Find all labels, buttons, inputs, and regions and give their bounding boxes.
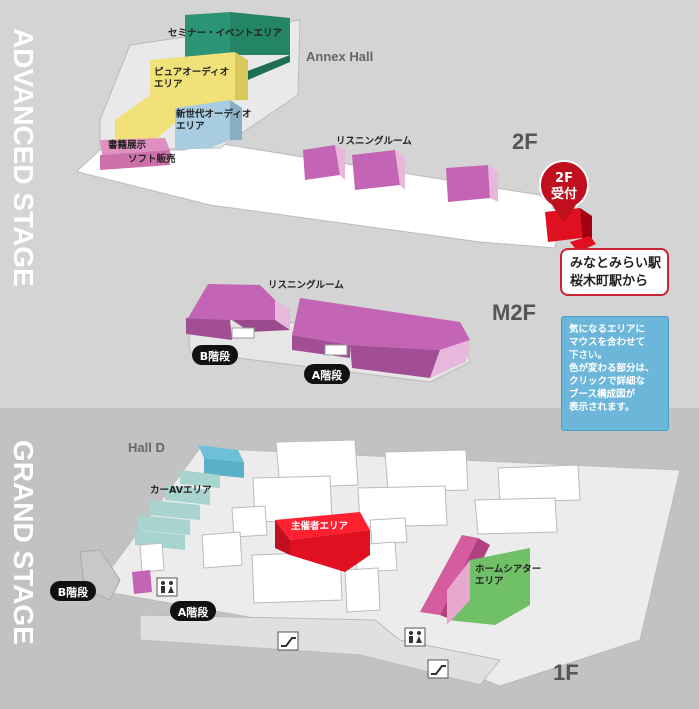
- 1f-corridor: [139, 614, 501, 686]
- organizer-area[interactable]: [275, 512, 370, 572]
- book-display-area[interactable]: [100, 138, 170, 170]
- escalator-icon: [277, 631, 299, 651]
- home-theater-area[interactable]: [420, 535, 530, 625]
- advanced-stage-title: ADVANCED STAGE: [8, 28, 39, 287]
- small-booth-pink[interactable]: [132, 570, 152, 594]
- pure-audio-label-1: ピュアオーディオ: [154, 66, 229, 78]
- reception-badge-line1: 2F: [555, 171, 573, 186]
- annex-hall-label: Annex Hall: [306, 49, 373, 64]
- stairs-a-m2f-label: A階段: [312, 368, 343, 382]
- new-generation-audio-area[interactable]: [175, 100, 242, 150]
- listening-room-2f[interactable]: [303, 145, 498, 202]
- station-line-1: みなとみらい駅: [570, 256, 662, 271]
- restroom-icon: [404, 627, 426, 647]
- info-line-2: マウスを合わせて: [569, 337, 646, 348]
- floor-m2f: リスニングルーム B階段 A階段 M2F: [186, 279, 536, 384]
- organizer-label: 主催者エリア: [291, 520, 349, 532]
- listening-m2f-label: リスニングルーム: [268, 279, 344, 291]
- info-line-3: 下さい。: [569, 350, 608, 361]
- reception-badge[interactable]: 2F 受付: [539, 160, 589, 222]
- pure-audio-label-2: エリア: [154, 79, 183, 90]
- grand-stage-title: GRAND STAGE: [8, 440, 39, 645]
- stairs-b-m2f[interactable]: B階段: [192, 345, 238, 365]
- stairs-m2f: [231, 327, 348, 356]
- floor-1f: Hall D カーAVエリア 主催者エリア ホームシアター エリア B階段 A階…: [50, 439, 681, 687]
- info-line-1: 気になるエリアに: [569, 324, 646, 335]
- new-gen-label-2: エリア: [176, 121, 205, 132]
- info-line-4: 色が変わる部分は、: [569, 363, 655, 374]
- car-av-label: カーAVエリア: [150, 485, 212, 496]
- listening-2f-label: リスニングルーム: [336, 135, 412, 147]
- software-label: ソフト販売: [128, 153, 176, 165]
- info-line-6: ブース構成図が: [569, 389, 636, 400]
- home-theater-label-2: エリア: [475, 576, 504, 587]
- stairs-a-m2f[interactable]: A階段: [304, 364, 350, 384]
- station-line-2: 桜木町駅から: [570, 274, 649, 289]
- listening-room-m2f-right[interactable]: [292, 298, 470, 378]
- floor-1f-label: 1F: [553, 660, 579, 685]
- floor-m2f-label: M2F: [492, 300, 536, 325]
- info-panel: 気になるエリアに マウスを合わせて 下さい。 色が変わる部分は、 クリックで詳細…: [561, 316, 669, 431]
- pure-audio-area[interactable]: [115, 52, 248, 140]
- listening-room-m2f-left[interactable]: [186, 284, 290, 340]
- stairs-b-1f[interactable]: B階段: [50, 581, 96, 601]
- station-direction-box: みなとみらい駅 桜木町駅から: [560, 248, 669, 296]
- new-gen-label-1: 新世代オーディオ: [176, 108, 251, 120]
- home-theater-label-1: ホームシアター: [475, 563, 541, 575]
- seminar-area-label: セミナー・イベントエリア: [168, 28, 283, 39]
- reception-badge-line2: 受付: [551, 186, 577, 202]
- hall-d-label: Hall D: [128, 440, 165, 455]
- escalator-icon: [427, 659, 449, 679]
- stairs-b-m2f-label: B階段: [200, 349, 230, 363]
- info-line-7: 表示されます。: [569, 402, 635, 413]
- info-line-5: クリックで詳細な: [569, 376, 646, 387]
- restroom-icon: [156, 577, 178, 597]
- books-label: 書籍展示: [108, 139, 147, 151]
- floor-2f-label: 2F: [512, 129, 538, 154]
- stairs-b-1f-label: B階段: [58, 585, 88, 599]
- stairs-a-1f[interactable]: A階段: [170, 601, 216, 621]
- floor-2f: 2F 受付 セミナー・イベントエリア ピュアオーディオ エリア 新世代オーディオ…: [77, 12, 596, 252]
- stairs-a-1f-label: A階段: [178, 605, 209, 619]
